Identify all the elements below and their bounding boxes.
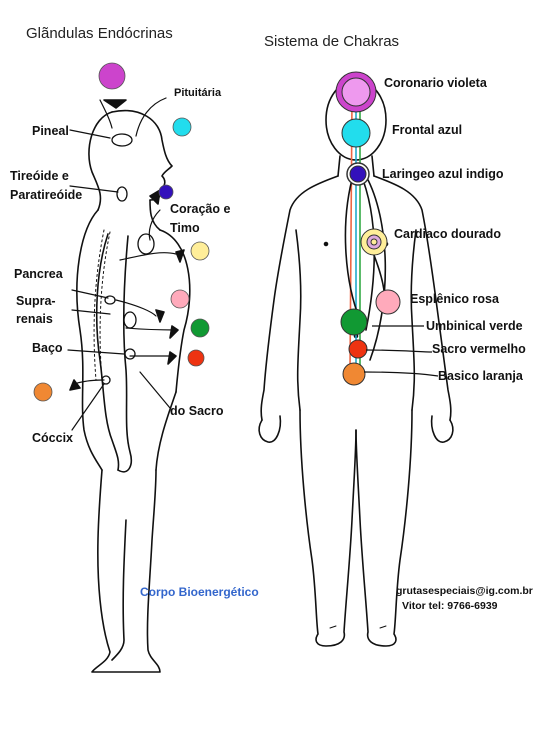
- red-dot: [187, 349, 205, 367]
- label-supra-line2: renais: [16, 312, 53, 326]
- violet-dot: [98, 62, 126, 90]
- left-title: Glãndulas Endócrinas: [26, 25, 173, 42]
- label-baco: Baço: [32, 341, 63, 355]
- label-basico: Basico laranja: [438, 369, 523, 383]
- pink-dot: [170, 289, 190, 309]
- right-title: Sistema de Chakras: [264, 33, 400, 50]
- front-body-outline: [258, 79, 454, 647]
- label-pituitaria: Pituitária: [174, 87, 222, 99]
- credit-phone: Vitor tel: 9766-6939: [402, 600, 498, 612]
- esplenico-chakra: [375, 289, 401, 315]
- label-coracao-line2: Timo: [170, 221, 200, 235]
- indigo-dot: [158, 184, 174, 200]
- label-frontal: Frontal azul: [392, 123, 463, 137]
- label-pineal: Pineal: [32, 124, 69, 138]
- label-coronario: Coronario violeta: [384, 76, 487, 90]
- caption: Corpo Bioenergético: [140, 585, 259, 599]
- label-supra-line1: Supra-: [16, 294, 56, 308]
- yellow-dot: [190, 241, 210, 261]
- label-tireoide-line2: Paratireóide: [10, 188, 83, 202]
- label-sacro-chakra: Sacro vermelho: [432, 342, 526, 356]
- label-tireoide-line1: Tireóide e: [10, 169, 69, 183]
- chakra-circles: [335, 71, 401, 386]
- label-cardiaco: Cardiaco dourado: [394, 227, 501, 241]
- green-dot: [190, 318, 210, 338]
- label-esplenico: Esplênico rosa: [410, 292, 499, 306]
- cyan-dot: [172, 117, 192, 137]
- label-laringeo: Laringeo azul indigo: [382, 167, 504, 181]
- laringeo-chakra: [349, 165, 367, 183]
- umbilical-chakra: [340, 308, 368, 336]
- label-coracao-line1: Coração e: [170, 202, 231, 216]
- left-color-dots: [33, 62, 210, 402]
- orange-dot: [33, 382, 53, 402]
- organ-sketches: [101, 133, 155, 385]
- label-umbilical: Umbinical verde: [426, 319, 523, 333]
- side-body-outline: [76, 109, 191, 673]
- credit-email: grutasespeciais@ig.com.br: [396, 585, 533, 597]
- label-sacro-gland: do Sacro: [170, 404, 224, 418]
- label-pancrea: Pancrea: [14, 267, 63, 281]
- chakra-pointers: [363, 325, 439, 377]
- frontal-chakra: [341, 118, 371, 148]
- label-coccix: Cóccix: [32, 431, 73, 445]
- sacro-chakra: [348, 339, 368, 359]
- trumpet-icons: [69, 99, 185, 391]
- gland-pointers: [67, 97, 177, 431]
- basico-chakra: [342, 362, 366, 386]
